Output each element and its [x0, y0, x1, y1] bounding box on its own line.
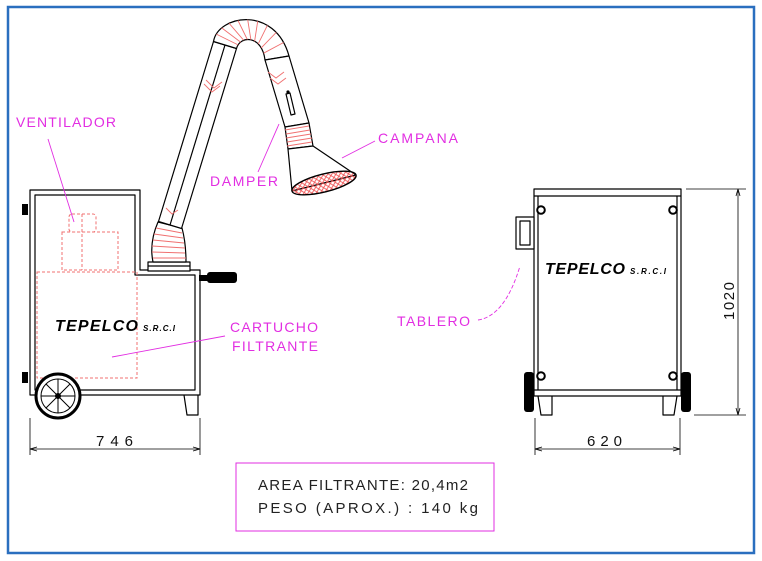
- dim-620-text: 620: [587, 433, 622, 450]
- logo-side: TEPELCO: [55, 318, 139, 335]
- side-handle: [207, 272, 237, 283]
- dim-arrows: [534, 446, 681, 452]
- spec-weight: PESO (APROX.) : 140 kg: [258, 500, 478, 517]
- bolt-top-left: [536, 205, 546, 215]
- logo-front: TEPELCO: [545, 261, 626, 278]
- bolt-bottom-right: [668, 371, 678, 381]
- dimension-front-width: 620: [534, 418, 681, 455]
- arm-marking-right: [267, 71, 287, 85]
- top-elbow-ribs: [216, 19, 284, 54]
- label-damper: DAMPER: [210, 173, 278, 189]
- label-ventilador: VENTILADOR: [16, 114, 116, 130]
- drawing-frame: [6, 5, 756, 555]
- hood-opening: [291, 170, 357, 196]
- left-latch-bottom: [22, 372, 28, 383]
- cabinet-inner-wall: [34, 194, 196, 391]
- rear-leg: [183, 394, 199, 416]
- control-panel: [515, 216, 535, 250]
- front-wheel-right: [681, 372, 691, 412]
- lower-flex-ribs: [151, 227, 186, 259]
- dimension-side-width: 746: [29, 418, 201, 455]
- bolt-bottom-left: [536, 371, 546, 381]
- handle-connector: [199, 275, 208, 281]
- wheel-hub: [55, 393, 61, 399]
- logo-suffix-side: S.R.C.I: [143, 324, 176, 333]
- label-tablero: TABLERO: [397, 313, 470, 329]
- fan-housing-hidden: [61, 231, 119, 271]
- logo-suffix-front: S.R.C.I: [630, 267, 667, 276]
- filter-cartridge-hidden: [36, 271, 138, 379]
- dim-1020-text: 1020: [721, 282, 738, 320]
- front-wheel-left: [524, 372, 534, 412]
- front-leg-right: [662, 395, 678, 416]
- front-cabinet-inner: [534, 195, 681, 391]
- front-leg-left: [537, 395, 553, 416]
- arm-marking-left: [165, 79, 223, 215]
- dim-arrows: [29, 446, 201, 452]
- hood-flex-ribs: [284, 125, 313, 147]
- label-campana: CAMPANA: [378, 130, 459, 146]
- front-cabinet: [533, 188, 682, 397]
- spec-box: [235, 462, 495, 532]
- leader-damper: [257, 123, 280, 173]
- arm-tube-left-seam: [169, 44, 226, 226]
- cabinet-outline: [29, 189, 201, 396]
- left-latch-top: [22, 204, 28, 215]
- side-view: TEPELCO S.R.C.I: [22, 19, 357, 420]
- leader-tablero: [477, 265, 521, 321]
- control-panel-inner: [519, 220, 531, 246]
- dim-arrows: [735, 188, 741, 416]
- leader-cartucho: [111, 335, 226, 358]
- leader-ventilador: [47, 138, 75, 223]
- label-filtrante: FILTRANTE: [232, 338, 318, 354]
- label-cartucho: CARTUCHO: [230, 319, 318, 335]
- leader-campana: [341, 140, 376, 159]
- spec-filter-area: AREA FILTRANTE: 20,4m2: [258, 477, 468, 494]
- bolt-top-right: [668, 205, 678, 215]
- dimension-height: 1020: [686, 188, 746, 416]
- damper-pivot: [286, 90, 290, 94]
- dim-746-text: 746: [96, 433, 133, 450]
- front-view: TEPELCO S.R.C.I: [515, 188, 691, 416]
